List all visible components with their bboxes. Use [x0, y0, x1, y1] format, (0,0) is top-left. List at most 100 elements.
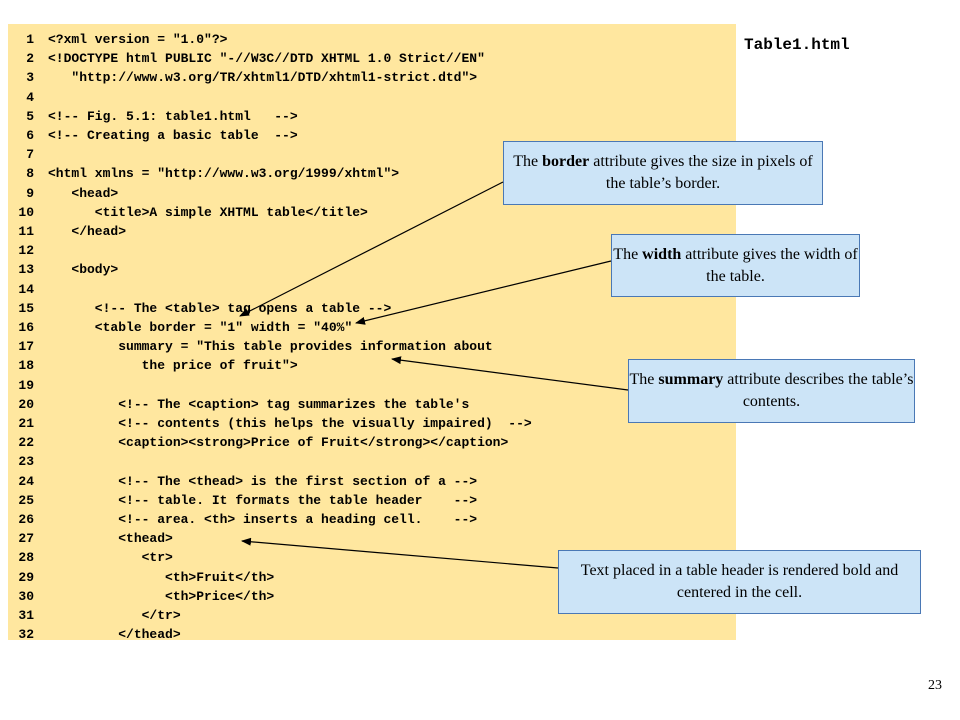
- code-line: 30 <th>Price</th>: [8, 587, 274, 606]
- code-line: 11 </head>: [8, 222, 126, 241]
- callout-text: The: [513, 153, 543, 170]
- file-title: Table1.html: [744, 36, 850, 54]
- code-text: <!-- Fig. 5.1: table1.html -->: [48, 108, 298, 124]
- callout-keyword: border: [542, 153, 590, 170]
- code-text: <table border = "1" width = "40%": [48, 320, 353, 335]
- code-line: 28 <tr>: [8, 548, 173, 567]
- code-text: <!-- The <thead> is the first section of…: [48, 473, 478, 489]
- line-number: 10: [18, 204, 34, 220]
- line-number: 31: [18, 608, 34, 623]
- line-number: 30: [18, 588, 34, 604]
- code-line: 3 "http://www.w3.org/TR/xhtml1/DTD/xhtml…: [8, 68, 477, 87]
- code-text: <head>: [48, 185, 119, 201]
- code-text: <title>A simple XHTML table</title>: [48, 204, 368, 220]
- code-line: 5 <!-- Fig. 5.1: table1.html -->: [8, 107, 298, 126]
- code-text: <body>: [48, 262, 119, 278]
- code-line: 24 <!-- The <thead> is the first section…: [8, 472, 477, 491]
- line-number: 1: [26, 32, 34, 47]
- line-number: 23: [18, 454, 34, 470]
- code-text: <!DOCTYPE html PUBLIC "-//W3C//DTD XHTML…: [48, 51, 485, 67]
- line-number: 14: [18, 281, 34, 297]
- code-text: "http://www.w3.org/TR/xhtml1/DTD/xhtml1-…: [48, 70, 478, 86]
- code-line: 22 <caption><strong>Price of Fruit</stro…: [8, 433, 508, 452]
- arrow-summary: [391, 356, 629, 391]
- line-number: 11: [18, 224, 34, 239]
- callout-border-attribute: The border attribute gives the size in p…: [503, 141, 823, 205]
- line-number: 16: [18, 320, 34, 335]
- line-number: 24: [18, 473, 34, 489]
- line-number: 5: [26, 108, 34, 124]
- code-text: <!-- area. <th> inserts a heading cell. …: [48, 512, 478, 527]
- code-line: 31 </tr>: [8, 606, 181, 625]
- code-line: 26 <!-- area. <th> inserts a heading cel…: [8, 510, 477, 529]
- line-number: 21: [18, 416, 34, 431]
- code-line: 21 <!-- contents (this helps the visuall…: [8, 414, 532, 433]
- line-number: 18: [18, 358, 34, 374]
- code-line: 19: [8, 376, 48, 395]
- code-text: <thead>: [48, 531, 173, 547]
- code-line: 16 <table border = "1" width = "40%": [8, 318, 352, 337]
- callout-text: Text placed in a table header is rendere…: [580, 562, 899, 601]
- code-line: 14: [8, 280, 48, 299]
- callout-text: The: [629, 371, 659, 388]
- code-text: <?xml version = "1.0"?>: [48, 32, 228, 47]
- code-text: <th>Fruit</th>: [48, 569, 275, 585]
- line-number: 6: [26, 128, 34, 143]
- code-text: </head>: [48, 224, 127, 239]
- code-line: 10 <title>A simple XHTML table</title>: [8, 203, 368, 222]
- line-number: 15: [18, 300, 34, 316]
- code-text: </tr>: [48, 608, 181, 623]
- callout-table-header: Text placed in a table header is rendere…: [558, 550, 921, 614]
- callout-keyword: width: [642, 245, 682, 263]
- code-text: <!-- table. It formats the table header …: [48, 492, 478, 508]
- code-listing: 1 <?xml version = "1.0"?> 2 <!DOCTYPE html …: [8, 24, 736, 643]
- callout-width-attribute: The width attribute gives the width of t…: [611, 234, 860, 297]
- code-text: <tr>: [48, 550, 173, 566]
- line-number: 8: [26, 166, 34, 182]
- line-number: 20: [18, 396, 34, 412]
- code-text: summary = "This table provides informati…: [48, 339, 493, 355]
- page-number: 23: [928, 678, 942, 693]
- code-line: 6<!-- Creating a basic table -->: [8, 126, 297, 145]
- line-number: 19: [18, 377, 34, 393]
- code-line: 8 <html xmlns = "http://www.w3.org/1999/x…: [8, 164, 399, 183]
- code-line: 15 <!-- The <table> tag opens a table --…: [8, 299, 391, 318]
- code-line: 4: [8, 88, 48, 107]
- callout-text: The: [613, 245, 643, 263]
- code-text: <th>Price</th>: [48, 588, 275, 604]
- code-line: 17 summary = "This table provides inform…: [8, 337, 493, 356]
- line-number: 3: [26, 70, 34, 86]
- code-line: 18 the price of fruit">: [8, 356, 298, 375]
- line-number: 32: [18, 627, 34, 643]
- arrow-width: [355, 260, 612, 325]
- line-number: 13: [18, 262, 34, 278]
- line-number: 29: [18, 569, 34, 585]
- code-text: <!-- contents (this helps the visually i…: [48, 416, 532, 431]
- line-number: 22: [18, 435, 34, 451]
- code-text: <!-- The <table> tag opens a table -->: [48, 300, 392, 316]
- callout-text: attribute describes the table’s contents…: [723, 371, 914, 410]
- line-number: 2: [26, 51, 34, 67]
- line-number: 28: [18, 550, 34, 566]
- line-number: 26: [18, 512, 34, 527]
- line-number: 17: [18, 339, 34, 355]
- line-number: 12: [18, 243, 34, 259]
- code-line: 20 <!-- The <caption> tag summarizes the…: [8, 395, 469, 414]
- callout-keyword: summary: [658, 371, 724, 388]
- callout-text: attribute gives the width of the table.: [681, 245, 858, 285]
- code-text: the price of fruit">: [48, 358, 298, 374]
- code-text: <caption><strong>Price of Fruit</strong>…: [48, 435, 509, 451]
- line-number: 25: [18, 492, 34, 508]
- code-line: 27 <thead>: [8, 529, 173, 548]
- code-text: <html xmlns = "http://www.w3.org/1999/xh…: [48, 166, 400, 182]
- code-line: 13 <body>: [8, 260, 118, 279]
- code-text: <!-- The <caption> tag summarizes the ta…: [48, 396, 470, 412]
- line-number: 9: [26, 185, 34, 201]
- code-line: 29 <th>Fruit</th>: [8, 568, 274, 587]
- code-line: 7: [8, 145, 48, 164]
- code-line: 2 <!DOCTYPE html PUBLIC "-//W3C//DTD XHTM…: [8, 49, 485, 68]
- line-number: 7: [26, 147, 34, 163]
- code-text: </thead>: [48, 627, 181, 643]
- code-line: 23: [8, 452, 48, 471]
- code-line: 25 <!-- table. It formats the table head…: [8, 491, 477, 510]
